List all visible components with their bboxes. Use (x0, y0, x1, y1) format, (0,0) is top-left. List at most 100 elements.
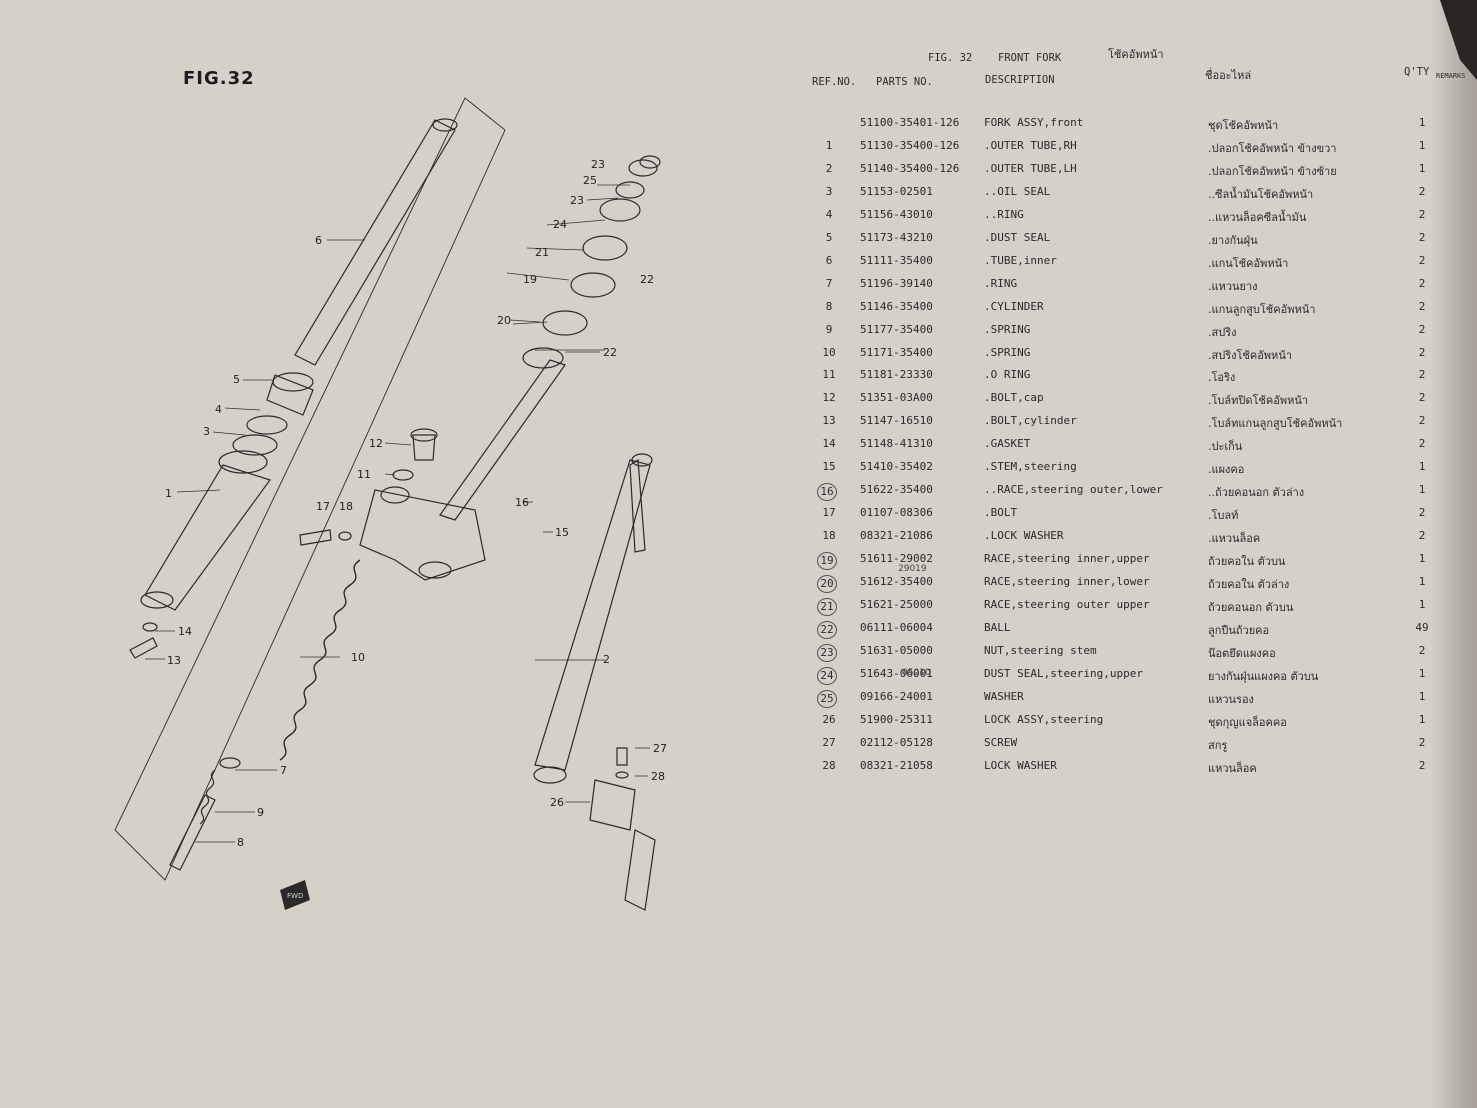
part-description: RACE,steering inner,upper (984, 552, 1150, 566)
ref-number: 8 (825, 299, 833, 313)
ref-circle: 24 (817, 666, 837, 685)
part-number: 51173-43210 (860, 230, 933, 244)
ref-circle: 23 (817, 643, 837, 662)
quantity: 49 (1415, 620, 1429, 634)
part-thai-name: ..แหวนล็อคซีลน้ำมัน (1208, 210, 1307, 224)
part-description: .BOLT,cylinder (984, 414, 1077, 428)
quantity: 1 (1418, 552, 1426, 566)
ref-number: 28 (822, 758, 836, 772)
part-description: .DUST SEAL (984, 230, 1051, 244)
part-number: 51148-41310 (860, 437, 933, 451)
fwd-label: FWD (287, 892, 303, 900)
ref-number: 10 (822, 345, 836, 359)
ref-number: 3 (825, 184, 833, 198)
part-description: RACE,steering inner,lower (984, 575, 1150, 588)
callout-22a: 22 (640, 273, 654, 286)
ref-number: 6 (825, 253, 833, 267)
part-number: 51643-06001 (860, 666, 933, 680)
part-description: ..RACE,steering outer,lower (984, 483, 1163, 497)
part-thai-name: ลูกปืนถ้วยคอ (1208, 623, 1270, 637)
part-number: 51621-25000 (860, 597, 933, 611)
hand-note-23: 05010 (902, 668, 931, 678)
part-number: 08321-21086 (860, 529, 933, 543)
part-thai-name: .แกนโช้คอัพหน้า (1208, 256, 1289, 270)
part-number: 51611-29002 (860, 552, 933, 566)
callout-20: 20 (497, 314, 511, 327)
part-thai-name: สกรู (1208, 738, 1228, 752)
part-thai-name: .ปะเก็น (1208, 440, 1243, 454)
part-number: 51146-35400 (860, 299, 933, 313)
quantity: 2 (1418, 230, 1426, 244)
part-thai-name: .โบลท์ (1208, 509, 1239, 523)
part-description: RACE,steering outer upper (984, 597, 1150, 611)
col-desc: DESCRIPTION (985, 74, 1055, 86)
callout-3: 3 (203, 425, 210, 438)
part-thai-name: .ยางกันฝุ่น (1208, 233, 1258, 247)
ref-circle: 25 (817, 689, 837, 708)
callout-12: 12 (369, 437, 383, 450)
callout-22b: 22 (603, 346, 617, 359)
part-description: .LOCK WASHER (984, 529, 1064, 543)
ref-number: 2 (825, 161, 833, 175)
ref-number: 13 (822, 414, 836, 428)
part-thai-name: ชุดโช้คอัพหน้า (1208, 119, 1279, 132)
part-description: .CYLINDER (984, 299, 1044, 313)
callout-8: 8 (237, 836, 244, 849)
part-number: 51177-35400 (860, 322, 933, 336)
callout-18: 18 (339, 500, 353, 513)
part-thai-name: .แหวนล็อค (1208, 532, 1261, 546)
part-number: 01107-08306 (860, 506, 933, 520)
quantity: 2 (1418, 253, 1426, 267)
callout-16: 16 (515, 496, 529, 509)
part-number: 51100-35401-126 (860, 116, 960, 129)
ref-circle: 16 (817, 483, 837, 502)
part-number: 08321-21058 (860, 758, 933, 772)
part-description: .O RING (984, 368, 1031, 382)
part-thai-name: ถ้วยคอนอก ตัวบน (1208, 600, 1294, 614)
part-thai-name: แหวนล็อค (1208, 761, 1257, 775)
ref-number: 19 (816, 552, 842, 571)
callout-11: 11 (357, 468, 371, 481)
part-description: BALL (984, 620, 1011, 634)
part-description: WASHER (984, 689, 1024, 703)
quantity: 1 (1418, 116, 1426, 129)
part-thai-name: ถ้วยคอใน ตัวล่าง (1208, 578, 1290, 591)
part-number: 51410-35402 (860, 460, 933, 474)
callout-6: 6 (315, 234, 322, 247)
part-number: 51111-35400 (860, 253, 933, 267)
quantity: 2 (1418, 276, 1426, 290)
exploded-diagram: FWD (114, 97, 667, 911)
part-thai-name: .ปลอกโช้คอัพหน้า ข้างขวา (1208, 141, 1337, 155)
part-number: 09166-24001 (860, 689, 933, 703)
part-description: .BOLT,cap (984, 391, 1044, 405)
quantity: 2 (1418, 735, 1426, 749)
ref-circle: 19 (817, 552, 837, 571)
title-th: โช้คอัพหน้า (1108, 48, 1164, 61)
ref-number: 23 (816, 643, 842, 662)
callout-1: 1 (165, 487, 172, 500)
callout-24: 24 (553, 218, 567, 231)
ref-number: 26 (822, 712, 836, 726)
part-thai-name: น๊อตยึดแผงคอ (1208, 646, 1276, 660)
part-number: 51351-03A00 (860, 391, 933, 405)
ref-number: 22 (816, 620, 842, 639)
ref-number: 11 (822, 368, 836, 382)
col-qty: Q'TY (1404, 66, 1430, 78)
part-description: NUT,steering stem (984, 643, 1097, 657)
part-number: 51140-35400-126 (860, 161, 960, 175)
